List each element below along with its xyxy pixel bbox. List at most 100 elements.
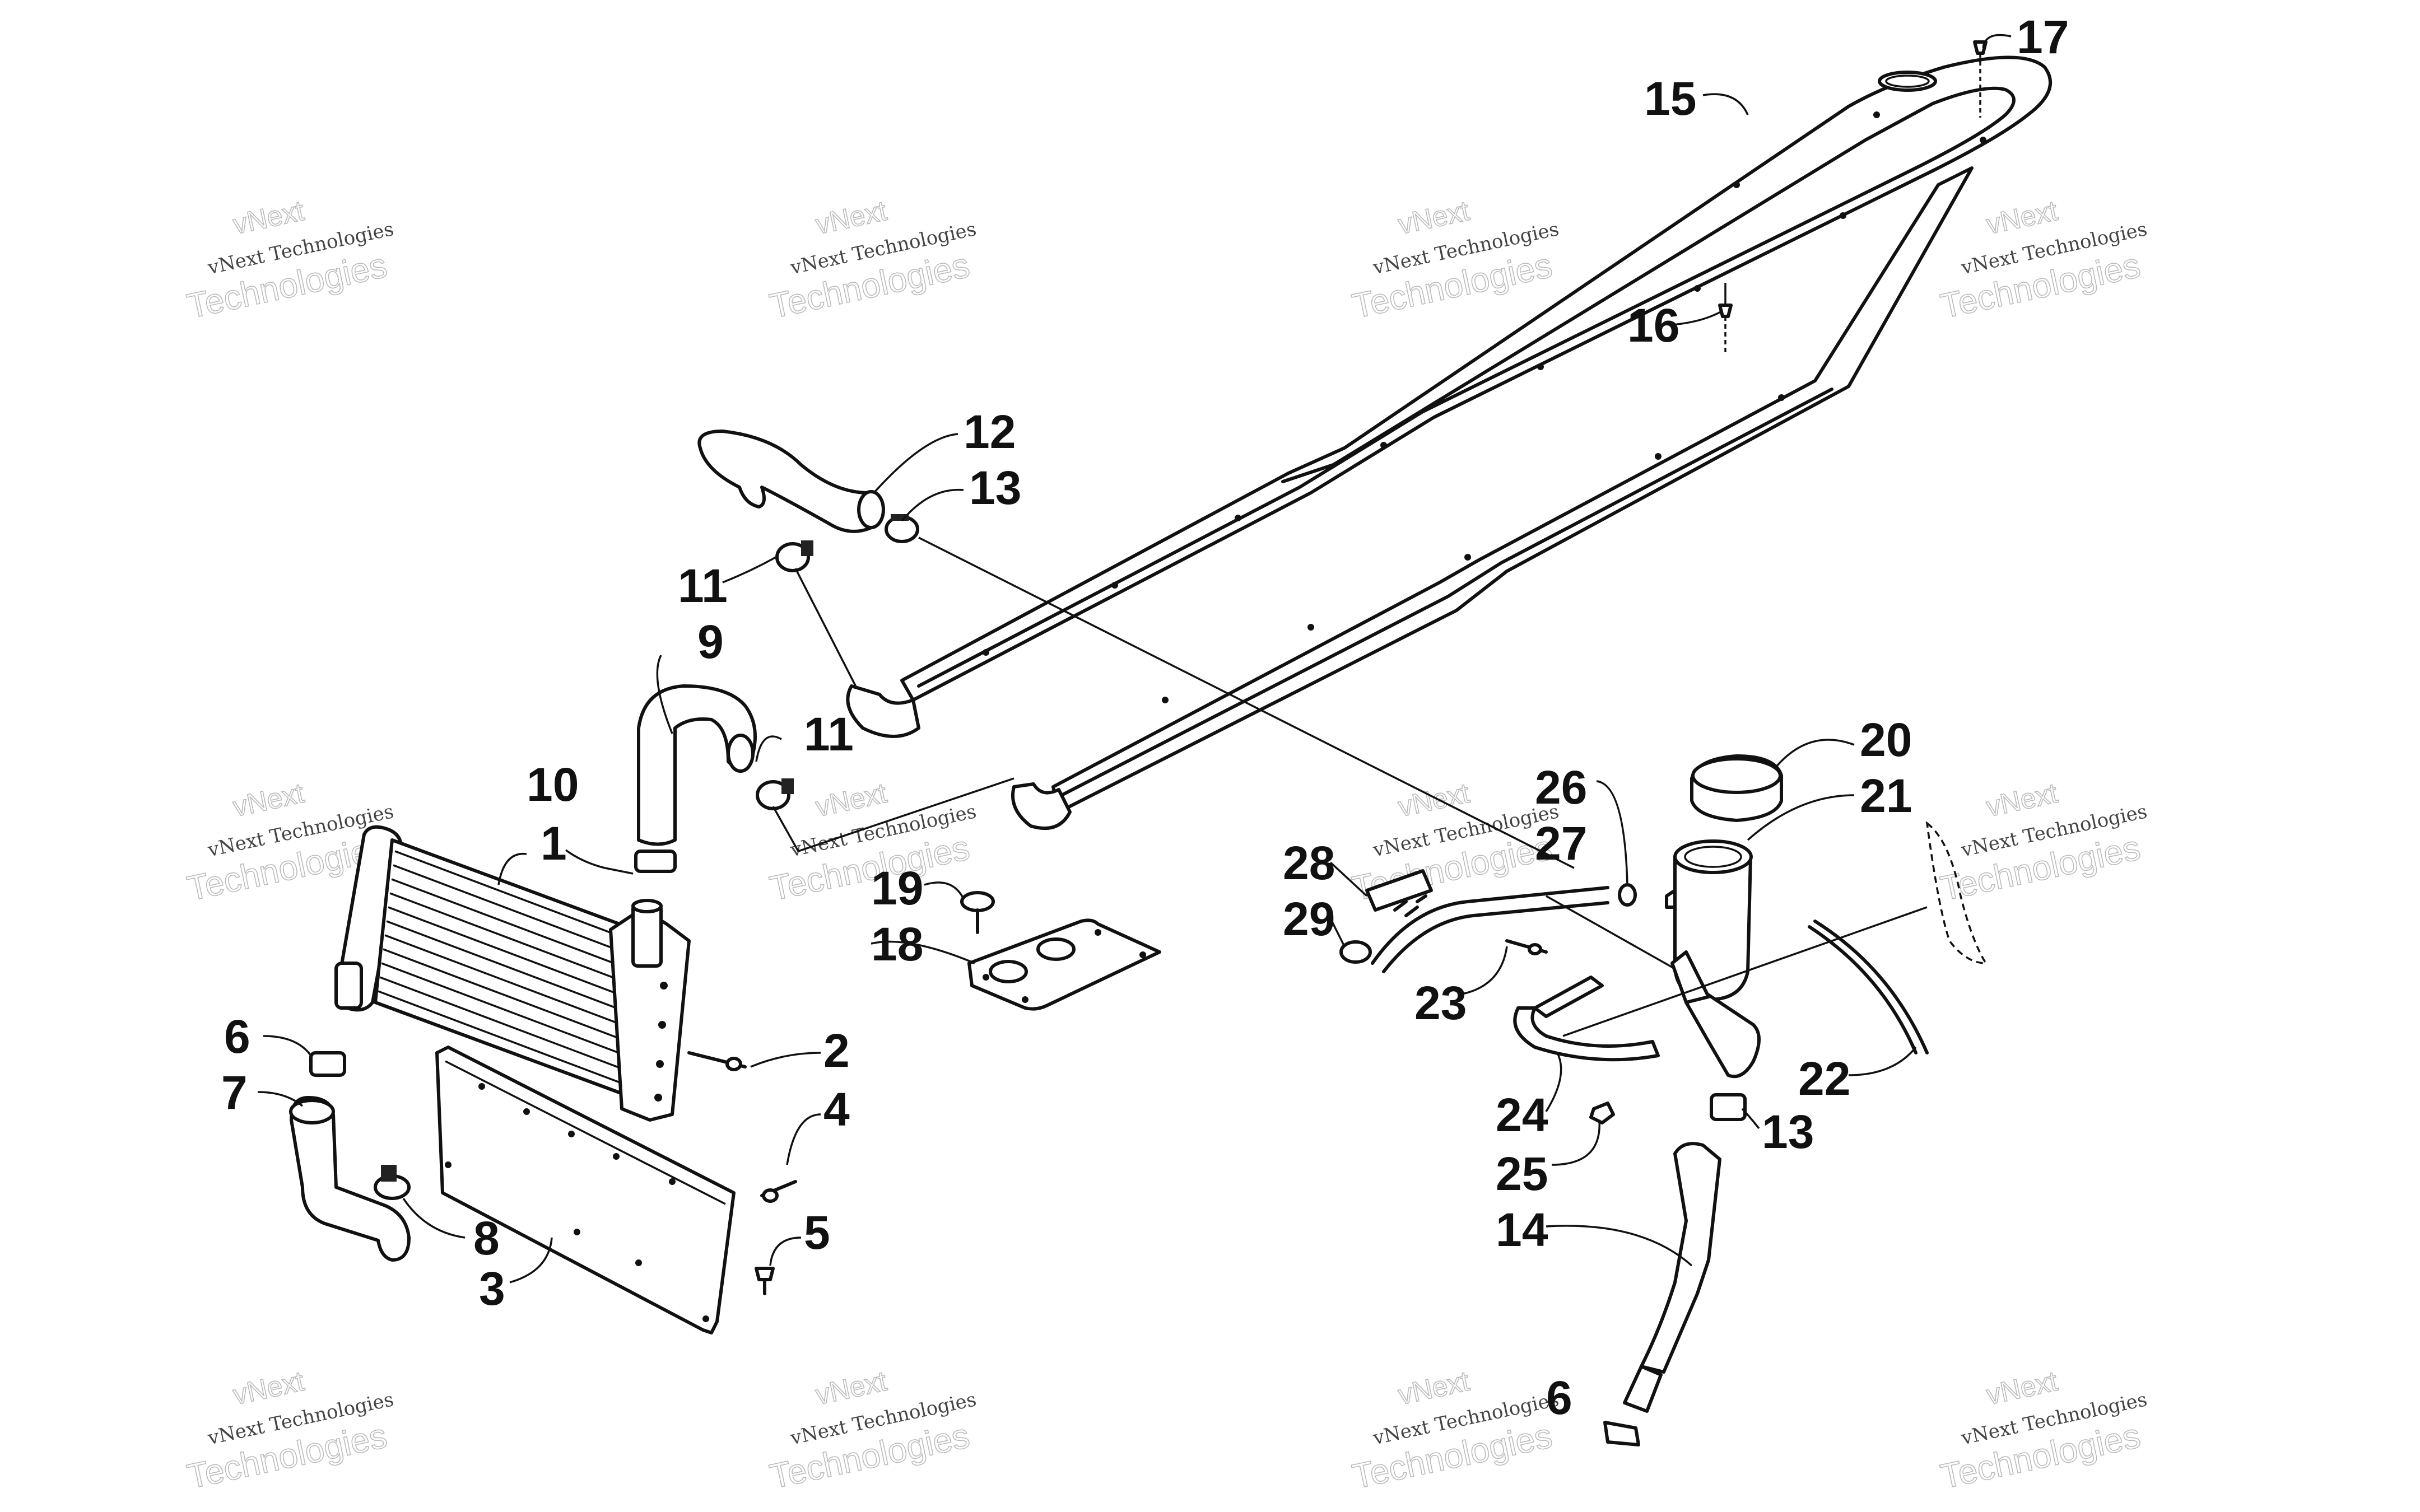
leader-2 [750, 1052, 821, 1068]
outline-shape [1925, 821, 1988, 964]
rivet [1980, 137, 1986, 143]
rivet [1464, 554, 1471, 561]
tank-nipple [1665, 889, 1677, 909]
rail-front-inner [1060, 388, 1833, 797]
callout-13a: 13 [969, 461, 1021, 514]
leader-25 [1551, 1119, 1600, 1166]
watermark-r1c4: vNext vNext Technologies Technologies [1937, 194, 2149, 326]
leader-22 [1848, 1046, 1917, 1076]
leader-20 [1775, 739, 1855, 768]
callout-4: 4 [823, 1083, 850, 1136]
part-15-tunnel-cooler [846, 55, 2052, 830]
svg-text:vNext: vNext [1984, 777, 2060, 823]
callout-9: 9 [697, 615, 724, 668]
rivet [1873, 111, 1880, 118]
leader-11b [755, 735, 782, 762]
inlet-pipe [334, 962, 363, 1010]
leader-12 [873, 433, 958, 494]
hose-end [1623, 1365, 1663, 1413]
leader-13b [1741, 1108, 1760, 1130]
rivet [1694, 285, 1701, 292]
clamp-body [756, 780, 790, 810]
leader-16 [1672, 310, 1723, 326]
callout-7: 7 [221, 1066, 248, 1119]
screw-head [762, 1188, 779, 1203]
rivet-head [1718, 304, 1733, 318]
screw-head [1528, 943, 1542, 955]
panel-holes [445, 1083, 709, 1322]
callout-17: 17 [2017, 11, 2069, 63]
part-19-pushpin [960, 891, 995, 934]
rail-elbow-upper [846, 684, 920, 738]
rail-end-opening-inner [1885, 74, 1930, 88]
rivet [1235, 515, 1241, 521]
watermark-r1c1: vNext vNext Technologies Technologies [184, 194, 396, 326]
callout-25: 25 [1496, 1147, 1548, 1200]
panel-body [435, 1046, 736, 1334]
leader-11a [722, 556, 776, 584]
leader-8 [402, 1198, 466, 1239]
part-28-spring [1365, 869, 1433, 917]
svg-text:vNext: vNext [230, 777, 307, 823]
rivet [1778, 394, 1785, 401]
rivet [983, 649, 989, 656]
callout-26: 26 [1535, 761, 1587, 814]
core-fins [378, 850, 648, 1088]
leader-29 [1329, 918, 1346, 947]
callout-24: 24 [1496, 1089, 1548, 1141]
panel-flange [445, 1060, 726, 1205]
connector-27-to-tank [1546, 895, 1676, 970]
leader-19 [924, 881, 965, 899]
watermark-grid: vNext vNext Technologies Technologies vN… [184, 194, 2149, 1497]
part-6-clamp-left [309, 1051, 346, 1077]
leader-14 [1546, 1225, 1693, 1267]
svg-text:vNext: vNext [813, 777, 890, 823]
tank-foot [1670, 950, 1710, 1004]
svg-text:vNext: vNext [1395, 195, 1472, 240]
clamp-screw [801, 540, 813, 556]
watermark-r1c3: vNext vNext Technologies Technologies [1349, 194, 1561, 326]
callout-1: 1 [541, 817, 567, 870]
plate-body [967, 918, 1161, 1011]
leader-17 [1982, 34, 2012, 48]
part-27-vent-hose [1371, 886, 1609, 973]
callout-14: 14 [1496, 1203, 1548, 1256]
part-1-heat-exchanger [334, 825, 691, 1122]
clamp-body [1710, 1093, 1747, 1121]
clamp-screw [781, 778, 794, 794]
screw-head [755, 1267, 775, 1281]
tank-outlet [1684, 990, 1761, 1079]
callout-8: 8 [473, 1212, 500, 1264]
rail-elbow-lower [1011, 782, 1072, 830]
part-23-screw [1505, 939, 1548, 955]
watermark-r3c2: vNext vNext Technologies Technologies [766, 1365, 979, 1497]
rail-inner [917, 86, 2016, 688]
part-11-clamp-lower [756, 778, 794, 810]
hose-end [727, 734, 755, 773]
rivet [1307, 624, 1314, 631]
rivet [1380, 442, 1387, 449]
part-13-clamp-lower [1710, 1093, 1747, 1121]
callout-12: 12 [964, 405, 1016, 458]
leader-18 [871, 940, 975, 964]
hose-end [289, 1099, 335, 1124]
part-14-hose [1623, 1142, 1721, 1413]
plate-hole-right [1036, 937, 1076, 961]
part-12-hose [697, 430, 885, 533]
clamp-body [1603, 1421, 1640, 1446]
leader-9 [656, 655, 673, 734]
rivet [1840, 212, 1846, 219]
callout-27: 27 [1535, 817, 1587, 870]
callout-22: 22 [1798, 1052, 1850, 1105]
leader-15 [1702, 93, 1749, 115]
rivet [1733, 181, 1740, 188]
watermark-r3c1: vNext vNext Technologies Technologies [184, 1365, 396, 1497]
clamp-body [309, 1051, 346, 1077]
callout-20: 20 [1860, 713, 1912, 766]
part-3-shield-panel [435, 1046, 736, 1334]
callout-6a: 6 [224, 1010, 250, 1063]
leader-4 [786, 1113, 821, 1165]
callout-23: 23 [1414, 977, 1467, 1029]
connector-13-to-27 [918, 536, 1575, 869]
part-20-cap [1690, 754, 1783, 822]
